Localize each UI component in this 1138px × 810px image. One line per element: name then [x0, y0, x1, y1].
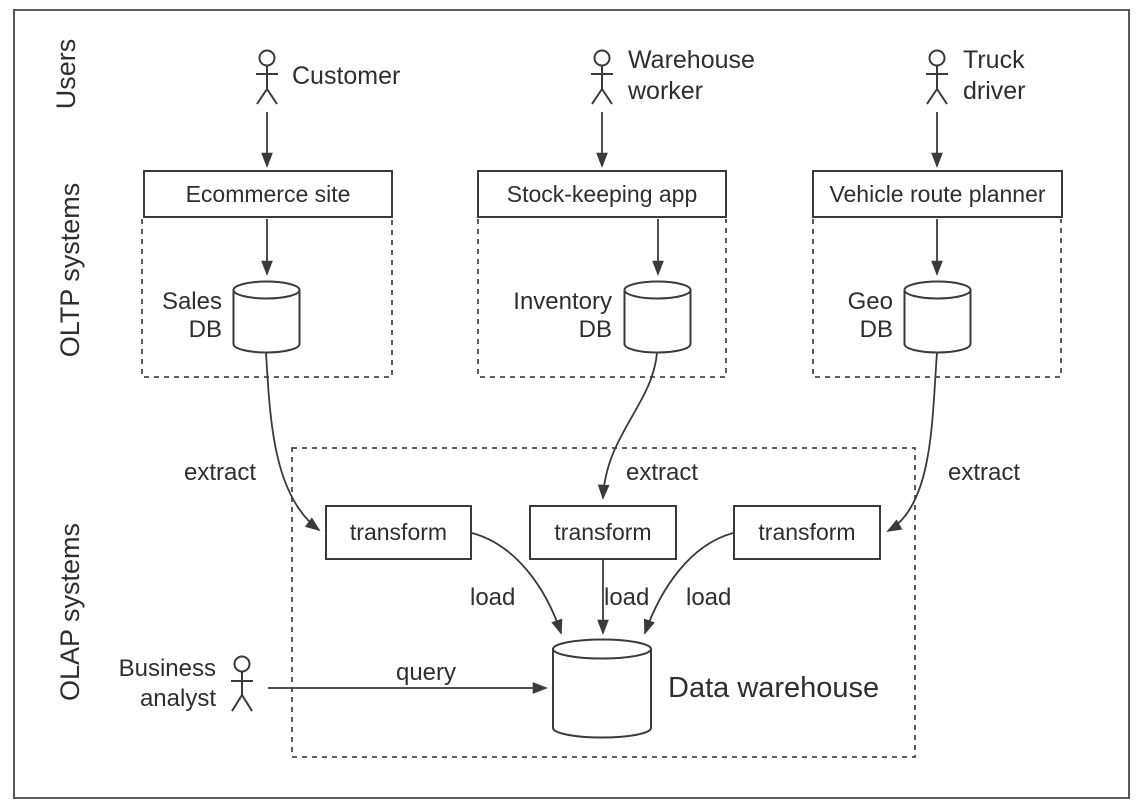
- customer-stick-figure-icon: [256, 49, 278, 105]
- truck-driver-label-line2: driver: [963, 77, 1026, 105]
- inventory-db-label-line1: Inventory: [513, 288, 612, 315]
- ecommerce-site-label: Ecommerce site: [185, 180, 351, 207]
- vehicle-route-planner-box: Vehicle route planner: [812, 170, 1063, 218]
- ecommerce-site-box: Ecommerce site: [143, 170, 393, 218]
- data-warehouse-label: Data warehouse: [668, 672, 880, 704]
- warehouse-worker-label-line2: worker: [628, 77, 704, 105]
- sales-db-label: Sales DB: [130, 288, 222, 344]
- business-analyst-label-line2: analyst: [139, 685, 216, 712]
- geo-db-label-line2: DB: [859, 316, 893, 343]
- load-label-2: load: [604, 584, 650, 611]
- truck-driver-label-line1: Truck: [963, 46, 1025, 74]
- transform-box-3: transform: [733, 505, 881, 560]
- olap-dashed-box: [291, 447, 916, 758]
- geo-db-cylinder: [903, 280, 972, 354]
- stock-keeping-app-label: Stock-keeping app: [506, 180, 698, 207]
- transform-label-1: transform: [349, 519, 448, 545]
- transform-box-2: transform: [529, 505, 677, 560]
- transform-label-2: transform: [554, 519, 652, 545]
- row-label-oltp-systems: OLTP systems: [54, 182, 85, 358]
- vehicle-route-planner-label: Vehicle route planner: [829, 180, 1046, 207]
- arrow-load-transform3-to-warehouse: [643, 532, 734, 635]
- sales-db-cylinder: [232, 280, 301, 354]
- extract-label-3: extract: [948, 459, 1021, 486]
- extract-label-2: extract: [626, 459, 699, 486]
- figure-border: [13, 9, 1130, 799]
- arrow-extract-salesdb-to-transform1: [265, 352, 321, 532]
- sales-db-label-line2: DB: [188, 316, 222, 343]
- customer-label: Customer: [292, 62, 401, 90]
- sales-db-label-line1: Sales: [161, 288, 222, 315]
- inventory-db-label-line2: DB: [578, 316, 612, 343]
- row-label-users: Users: [50, 38, 81, 110]
- warehouse-worker-label: Warehouse worker: [628, 45, 755, 107]
- transform-box-1: transform: [325, 505, 472, 560]
- warehouse-worker-stick-figure-icon: [591, 49, 613, 105]
- row-label-olap-systems: OLAP systems: [54, 522, 85, 702]
- geo-db-label: Geo DB: [801, 288, 893, 344]
- load-label-1: load: [470, 584, 516, 611]
- business-analyst-label-line1: Business: [118, 655, 216, 682]
- inventory-db-label: Inventory DB: [470, 288, 612, 344]
- inventory-db-cylinder: [623, 280, 692, 354]
- oltp-dashed-box-inventory: [477, 219, 727, 378]
- data-warehouse-cylinder: [552, 638, 652, 739]
- arrow-extract-inventorydb-to-transform2: [597, 352, 658, 500]
- oltp-dashed-box-geo: [812, 219, 1062, 378]
- load-label-3: load: [686, 584, 732, 611]
- arrow-extract-geodb-to-transform3: [886, 352, 938, 532]
- query-label: query: [395, 659, 457, 686]
- truck-driver-stick-figure-icon: [926, 49, 948, 105]
- transform-label-3: transform: [758, 519, 856, 545]
- business-analyst-stick-figure-icon: [231, 655, 253, 712]
- arrow-load-transform1-to-warehouse: [471, 532, 563, 635]
- geo-db-label-line1: Geo: [847, 288, 893, 315]
- warehouse-worker-label-line1: Warehouse: [628, 46, 755, 74]
- stock-keeping-app-box: Stock-keeping app: [477, 170, 727, 218]
- extract-label-1: extract: [184, 459, 257, 486]
- truck-driver-label: Truck driver: [963, 45, 1026, 107]
- business-analyst-label: Business analyst: [118, 654, 216, 714]
